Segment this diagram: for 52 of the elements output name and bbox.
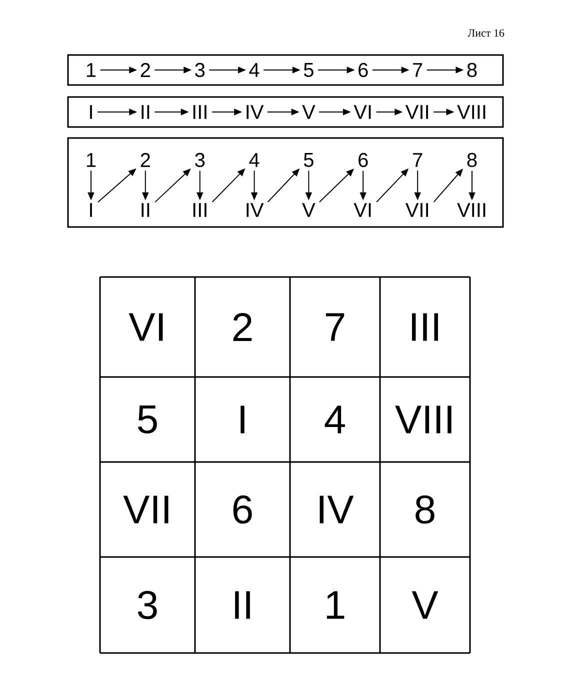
number-label: 8 xyxy=(467,62,477,78)
number-label: 1 xyxy=(86,153,96,167)
number-label: V xyxy=(302,203,316,217)
grid-cell-text: 7 xyxy=(326,313,344,341)
grid-cell-text: 1 xyxy=(326,591,344,619)
grid-cell-text: II xyxy=(235,591,250,619)
grid-cell-text: III xyxy=(412,313,438,341)
number-label: 7 xyxy=(413,153,422,167)
number-label: I xyxy=(90,203,92,217)
number-label: 3 xyxy=(195,152,205,168)
grid-cell-text: 8 xyxy=(416,495,434,524)
grid-cell-text: 5 xyxy=(138,406,157,434)
frame-box xyxy=(67,54,504,86)
number-label: II xyxy=(142,203,150,217)
number-label: VII xyxy=(405,105,428,119)
number-label: 6 xyxy=(358,152,368,168)
number-label: VIII xyxy=(457,105,486,119)
number-label: 1 xyxy=(86,63,96,77)
number-label: 4 xyxy=(249,153,260,167)
grid-cell-text: 2 xyxy=(233,313,252,341)
grid-cell-text: VII xyxy=(123,496,168,524)
number-label: IV xyxy=(246,203,264,217)
number-label: 6 xyxy=(358,62,368,78)
number-label: 2 xyxy=(140,153,150,167)
number-label: III xyxy=(193,105,206,119)
grid-cell-text: VIII xyxy=(395,406,452,434)
number-label: 3 xyxy=(195,62,205,78)
grid-cell-text: 3 xyxy=(138,590,157,620)
number-label: 5 xyxy=(304,63,314,77)
number-label: II xyxy=(142,105,150,119)
number-label: VI xyxy=(354,105,371,119)
grid-cell-text: 4 xyxy=(324,406,345,434)
number-label: VI xyxy=(354,203,371,217)
number-label: 2 xyxy=(140,63,150,77)
grid-cell-text: I xyxy=(240,406,244,434)
number-label: IV xyxy=(246,105,264,119)
grid-cell-text: IV xyxy=(320,496,354,524)
number-label: I xyxy=(90,105,92,119)
number-label: V xyxy=(302,105,316,119)
grid-cell-text: 6 xyxy=(233,495,252,524)
number-label: VII xyxy=(405,203,428,217)
number-label: 7 xyxy=(413,63,422,77)
frame-box xyxy=(67,96,504,128)
number-label: III xyxy=(193,203,206,217)
number-label: VIII xyxy=(457,203,486,217)
grid-cell-text: VI xyxy=(128,313,163,341)
number-label: 4 xyxy=(249,63,260,77)
number-label: 5 xyxy=(304,153,314,167)
number-label: 8 xyxy=(467,152,477,168)
page-heading: Лист 16 xyxy=(468,29,504,37)
grid-cell-text: V xyxy=(412,591,438,619)
frame-box xyxy=(67,137,504,228)
